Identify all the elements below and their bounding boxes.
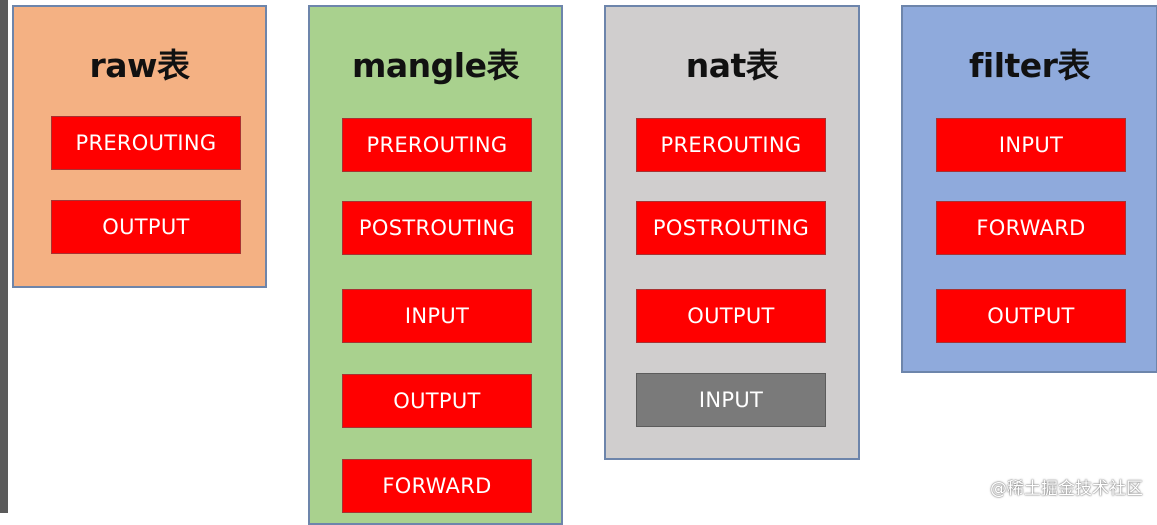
left-edge-strip <box>0 0 8 513</box>
watermark: @稀土掘金技术社区 <box>990 479 1143 499</box>
mangle-chain-input: INPUT <box>342 289 532 343</box>
mangle-table-title: mangle表 <box>352 46 519 85</box>
raw-table-title: raw表 <box>89 46 190 85</box>
mangle-chain-prerouting: PREROUTING <box>342 118 532 172</box>
nat-chain-input: INPUT <box>636 373 826 427</box>
mangle-chain-output: OUTPUT <box>342 374 532 428</box>
nat-table-panel: nat表 PREROUTING POSTROUTING OUTPUT INPUT <box>604 5 860 460</box>
raw-chain-output: OUTPUT <box>51 200 241 254</box>
mangle-table-panel: mangle表 PREROUTING POSTROUTING INPUT OUT… <box>308 5 563 525</box>
mangle-chain-forward: FORWARD <box>342 459 532 513</box>
nat-table-title: nat表 <box>685 46 779 85</box>
filter-table-panel: filter表 INPUT FORWARD OUTPUT <box>901 5 1157 373</box>
mangle-chain-postrouting: POSTROUTING <box>342 201 532 255</box>
filter-chain-output: OUTPUT <box>936 289 1126 343</box>
raw-table-panel: raw表 PREROUTING OUTPUT <box>12 5 267 288</box>
filter-chain-input: INPUT <box>936 118 1126 172</box>
raw-chain-prerouting: PREROUTING <box>51 116 241 170</box>
nat-chain-prerouting: PREROUTING <box>636 118 826 172</box>
filter-chain-forward: FORWARD <box>936 201 1126 255</box>
nat-chain-output: OUTPUT <box>636 289 826 343</box>
nat-chain-postrouting: POSTROUTING <box>636 201 826 255</box>
filter-table-title: filter表 <box>969 46 1090 85</box>
